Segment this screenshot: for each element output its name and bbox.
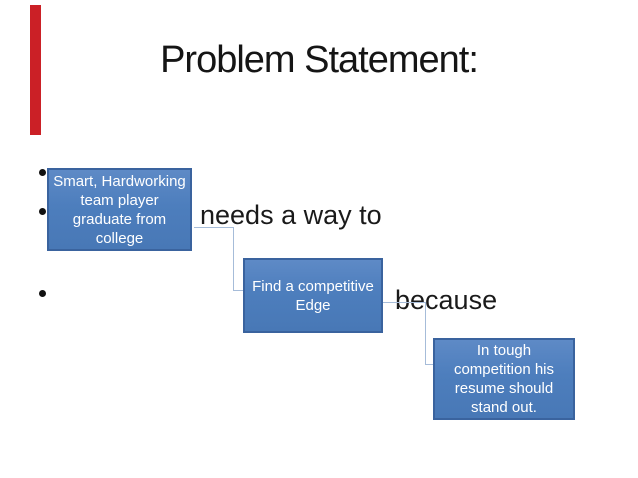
connector-1-segment (194, 227, 233, 228)
box-need-line: Edge (295, 296, 331, 314)
box-need-competitive-edge: Find a competitive Edge (243, 258, 383, 333)
connector-2-segment (425, 364, 433, 365)
box-why-resume-stand-out: In tough competition his resume should s… (433, 338, 575, 420)
connector-2-segment (425, 302, 426, 365)
box-who-line: Smart, Hardworking (53, 172, 186, 190)
box-need-line: Find a competitive (252, 277, 374, 295)
slide-title: Problem Statement: (160, 39, 479, 81)
box-why-line: competition his (453, 361, 555, 378)
box-who-line: team player (80, 191, 159, 209)
phrase-because: because (395, 285, 498, 315)
bullet-point (39, 208, 46, 215)
box-why-line: resume should (454, 380, 554, 397)
box-who-line: graduate from (72, 210, 167, 228)
box-why-line: stand out. (471, 399, 537, 416)
connector-2-segment (383, 302, 425, 303)
box-who-line: college (95, 229, 144, 247)
bullet-point (39, 169, 46, 176)
bullet-point (39, 290, 46, 297)
phrase-needs-a-way-to: needs a way to (200, 200, 382, 230)
box-why-line: In tough (476, 342, 532, 359)
box-who-smart-graduate: Smart, Hardworking team player graduate … (47, 168, 192, 251)
connector-1-segment (233, 290, 243, 291)
connector-1-segment (233, 227, 234, 291)
red-accent-bar (30, 5, 41, 135)
